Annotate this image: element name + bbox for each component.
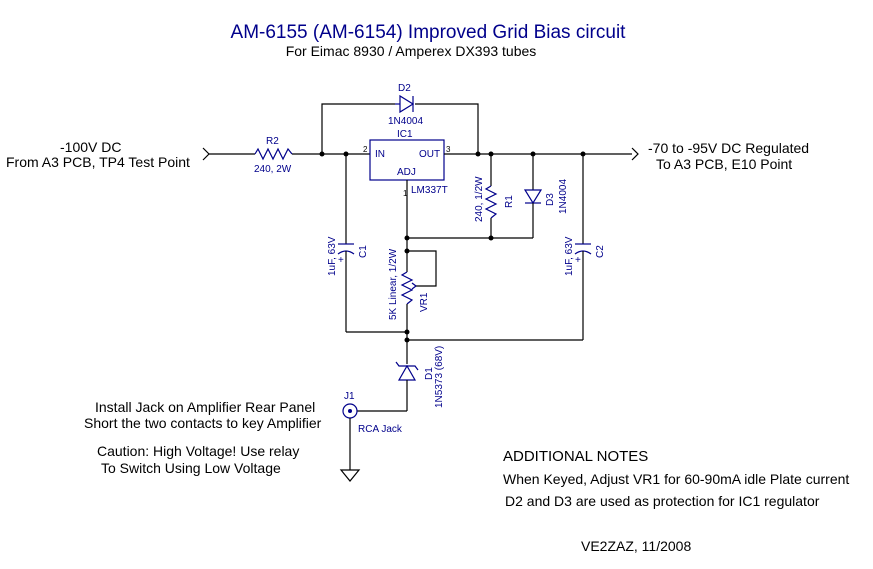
- c1-plus-sign: +: [338, 255, 344, 266]
- d3-ref: D3: [545, 193, 556, 206]
- output-arrow: [631, 147, 639, 161]
- d2-part: 1N4004: [388, 116, 423, 127]
- d3-diode: [523, 189, 543, 205]
- ic1-adj-label: ADJ: [397, 167, 416, 178]
- d1-zener-diode: [397, 364, 417, 381]
- r2-value: 240, 2W: [254, 164, 292, 175]
- c1-ref: C1: [358, 245, 369, 258]
- d2-diode: [399, 94, 415, 114]
- c2-plus-sign: +: [575, 255, 581, 266]
- input-arrow: [202, 147, 210, 161]
- ic1-pin-adj: 1: [403, 189, 408, 198]
- ground-symbol: [339, 469, 361, 482]
- r1-resistor: [484, 185, 498, 219]
- d1-part: 1N5373 (68V): [434, 346, 445, 408]
- ic1-part: LM337T: [411, 185, 448, 196]
- ic1-pin-in: 2: [363, 145, 368, 154]
- vr1-value: 5K Linear, 1/2W: [388, 248, 399, 320]
- j1-ref: J1: [344, 391, 355, 402]
- j1-label: RCA Jack: [358, 424, 403, 435]
- r1-ref: R1: [504, 195, 515, 208]
- caution-line1: Caution: High Voltage! Use relay: [97, 443, 299, 459]
- d2-ref: D2: [398, 83, 411, 94]
- jack-note-line2: Short the two contacts to key Amplifier: [84, 415, 322, 431]
- d1-ref: D1: [424, 367, 435, 380]
- junction-node: [404, 329, 410, 335]
- input-label-line1: -100V DC: [60, 139, 121, 155]
- r1-value: 240, 1/2W: [474, 176, 485, 222]
- r2-resistor: [254, 147, 293, 161]
- vr1-ref: VR1: [419, 292, 430, 312]
- jack-note-line1: Install Jack on Amplifier Rear Panel: [95, 399, 315, 415]
- signature: VE2ZAZ, 11/2008: [581, 538, 691, 554]
- r2-ref: R2: [266, 136, 279, 147]
- ic1-ref: IC1: [397, 129, 413, 140]
- junction-node: [475, 151, 481, 157]
- caution-line2: To Switch Using Low Voltage: [101, 460, 281, 476]
- vr1-wiper-arrow: [411, 282, 417, 290]
- ic1-in-label: IN: [375, 149, 385, 160]
- output-label-line1: -70 to -95V DC Regulated: [648, 140, 809, 156]
- page-title: AM-6155 (AM-6154) Improved Grid Bias cir…: [231, 22, 627, 43]
- page-subtitle: For Eimac 8930 / Amperex DX393 tubes: [286, 43, 537, 59]
- notes-line2: D2 and D3 are used as protection for IC1…: [505, 493, 820, 509]
- ic1-out-label: OUT: [419, 149, 440, 160]
- c2-ref: C2: [595, 245, 606, 258]
- input-label-line2: From A3 PCB, TP4 Test Point: [6, 154, 190, 170]
- vr1-potentiometer: [400, 271, 414, 305]
- ic1-pin-out: 3: [446, 145, 451, 154]
- d3-part: 1N4004: [558, 179, 569, 214]
- junction-node: [488, 235, 494, 241]
- c1-value: 1uF, 63V: [327, 236, 338, 276]
- c2-value: 1uF, 63V: [564, 236, 575, 276]
- notes-heading: ADDITIONAL NOTES: [503, 448, 648, 465]
- output-label-line2: To A3 PCB, E10 Point: [656, 156, 792, 172]
- notes-line1: When Keyed, Adjust VR1 for 60-90mA idle …: [503, 471, 849, 487]
